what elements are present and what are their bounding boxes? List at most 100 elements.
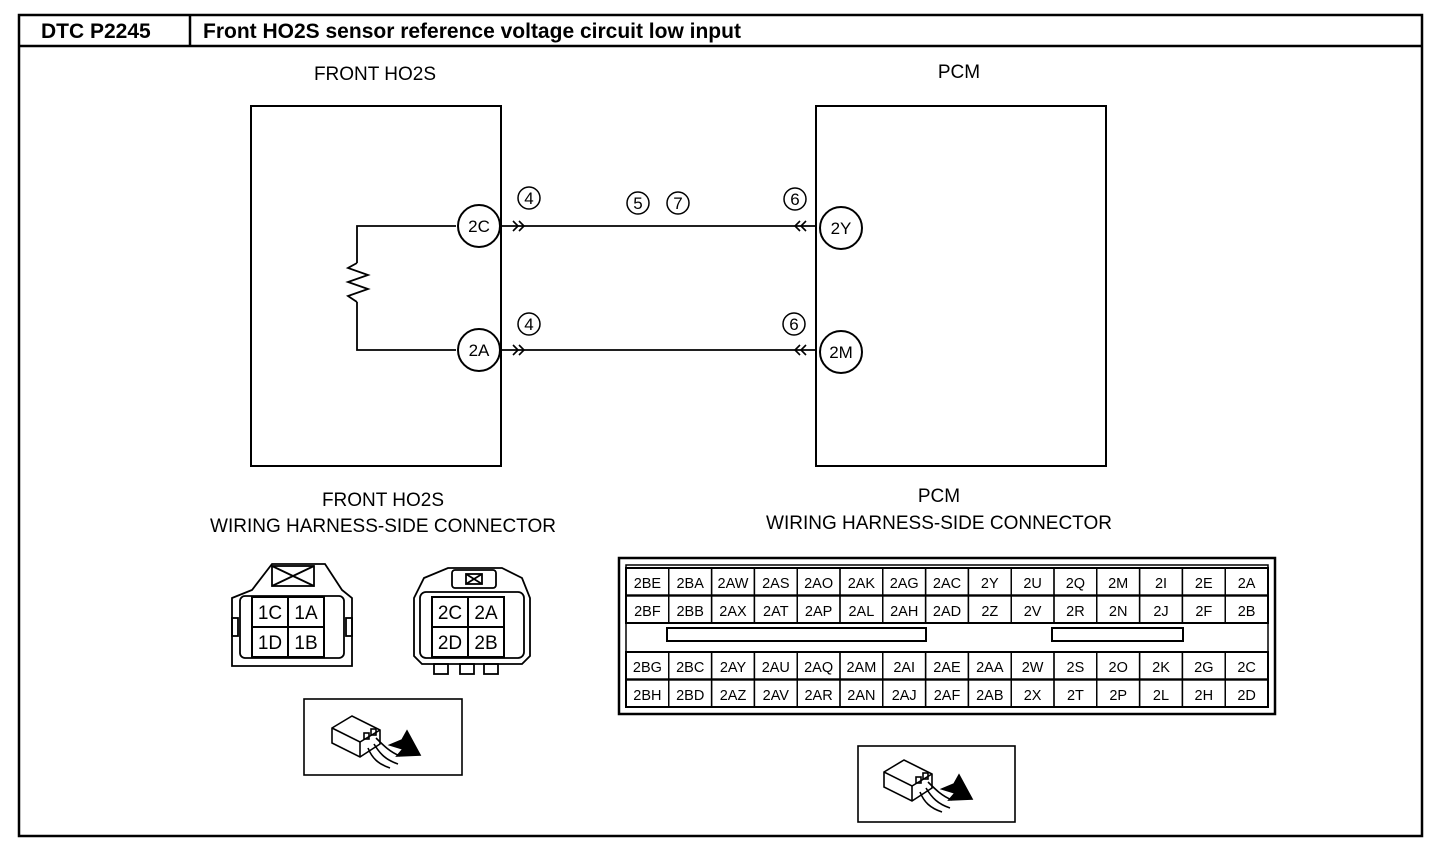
pcm-pin-label: 2F: [1195, 604, 1212, 620]
pin-2d: 2D: [438, 633, 462, 654]
pcm-pin-label: 2AD: [933, 604, 961, 620]
dtc-code: DTC P2245: [41, 20, 151, 43]
pcm-pin-label: 2AR: [804, 688, 832, 704]
svg-text:2Y: 2Y: [831, 219, 852, 238]
sensor-box: [250, 105, 502, 467]
pcm-pin-label: 2BE: [634, 576, 662, 592]
pcm-pin-label: 2AP: [805, 604, 832, 620]
pin-1c: 1C: [258, 603, 282, 624]
pin-1a: 1A: [294, 603, 318, 624]
pcm-pin-cell: [1224, 595, 1269, 624]
pcm-pin-label: 2AA: [976, 660, 1004, 676]
circuit-mark-lower-6: 6: [782, 312, 806, 336]
pcm-pin-label: 2AK: [848, 576, 876, 592]
pcm-pin-label: 2BB: [676, 604, 703, 620]
pcm-pin-label: 2AS: [762, 576, 789, 592]
pcm-pin-cell: [1224, 567, 1269, 596]
pcm-pin-label: 2Z: [981, 604, 998, 620]
pcm-pin-label: 2AM: [846, 660, 876, 676]
harness-side-icon-pcm: [857, 745, 1016, 823]
circuit-mark-5: 5: [626, 191, 650, 215]
pcm-pin-label: 2AH: [890, 604, 918, 620]
pcm-pin-label: 2R: [1066, 604, 1085, 620]
pcm-pin-label: 2O: [1109, 660, 1128, 676]
pin-1d: 1D: [258, 633, 282, 654]
sensor-pin-2c: 2C: [457, 204, 501, 248]
pcm-pin-label: 2J: [1153, 604, 1168, 620]
pcm-pin-label: 2V: [1024, 604, 1042, 620]
pcm-pin-2y: 2Y: [819, 206, 863, 250]
pcm-pin-label: 2AT: [763, 604, 789, 620]
pcm-pin-label: 2AC: [933, 576, 961, 592]
circuit-mark-upper-6: 6: [783, 187, 807, 211]
pcm-pin-label: 2AU: [762, 660, 790, 676]
harness-side-icon-sensor: [303, 698, 463, 776]
svg-text:4: 4: [524, 315, 533, 334]
pcm-pin-label: 2Y: [981, 576, 999, 592]
pcm-pin-label: 2AF: [934, 688, 961, 704]
pcm-pin-cell: [1224, 679, 1269, 708]
pcm-pin-label: 2C: [1237, 660, 1256, 676]
pcm-pin-label: 2Q: [1066, 576, 1085, 592]
pin-2a: 2A: [474, 603, 498, 624]
pcm-pin-label: 2M: [1108, 576, 1128, 592]
pcm-pin-label: 2I: [1155, 576, 1167, 592]
pcm-pin-label: 2A: [1238, 576, 1256, 592]
pcm-pin-label: 2AN: [847, 688, 875, 704]
pcm-pin-label: 2BC: [676, 660, 704, 676]
pcm-pin-label: 2D: [1237, 688, 1256, 704]
pcm-pin-label: 2BH: [633, 688, 661, 704]
pcm-pin-label: 2AE: [933, 660, 961, 676]
svg-text:4: 4: [524, 189, 533, 208]
pin-1b: 1B: [294, 633, 317, 654]
pcm-pin-label: 2AI: [893, 660, 915, 676]
circuit-mark-lower-4: 4: [517, 312, 541, 336]
pcm-pin-label: 2AX: [719, 604, 747, 620]
pcm-pin-label: 2X: [1024, 688, 1042, 704]
svg-text:2A: 2A: [469, 341, 490, 360]
pcm-pin-label: 2BA: [676, 576, 704, 592]
pcm-box: [815, 105, 1107, 467]
pcm-pin-label: 2W: [1022, 660, 1044, 676]
pcm-connector-title-2: WIRING HARNESS-SIDE CONNECTOR: [766, 513, 1112, 534]
svg-text:2M: 2M: [829, 343, 853, 362]
pcm-pin-label: 2AV: [763, 688, 790, 704]
pcm-pin-label: 2B: [1238, 604, 1256, 620]
pcm-pin-label: 2AG: [890, 576, 919, 592]
pcm-pin-label: 2H: [1195, 688, 1214, 704]
pcm-pin-label: 2U: [1023, 576, 1042, 592]
circuit-mark-upper-4: 4: [517, 186, 541, 210]
svg-text:6: 6: [789, 315, 798, 334]
svg-text:6: 6: [790, 190, 799, 209]
sensor-connector-title-1: FRONT HO2S: [322, 490, 444, 511]
sensor-connector-left: [231, 563, 353, 667]
svg-text:7: 7: [673, 194, 682, 213]
pin-2c: 2C: [438, 603, 462, 624]
pcm-pin-label: 2AY: [720, 660, 747, 676]
pcm-pin-label: 2T: [1067, 688, 1084, 704]
sensor-pin-2a: 2A: [457, 328, 501, 372]
sensor-connector-right: [413, 567, 531, 675]
pcm-pin-cell: [1224, 651, 1269, 680]
pcm-pin-label: 2L: [1153, 688, 1169, 704]
pcm-label: PCM: [938, 62, 980, 83]
svg-text:5: 5: [633, 194, 642, 213]
pcm-pin-label: 2P: [1109, 688, 1127, 704]
pcm-pin-label: 2AW: [718, 576, 749, 592]
pcm-pin-label: 2K: [1152, 660, 1170, 676]
pcm-pin-2m: 2M: [819, 330, 863, 374]
pcm-pin-label: 2AL: [848, 604, 874, 620]
pcm-pin-label: 2E: [1195, 576, 1213, 592]
page-title: Front HO2S sensor reference voltage circ…: [203, 20, 741, 43]
page-frame: [17, 13, 1424, 838]
sensor-connector-title-2: WIRING HARNESS-SIDE CONNECTOR: [210, 516, 556, 537]
pcm-pin-label: 2AZ: [720, 688, 747, 704]
circuit-mark-7: 7: [666, 191, 690, 215]
sensor-label: FRONT HO2S: [314, 64, 436, 85]
pcm-pin-label: 2S: [1067, 660, 1085, 676]
pcm-pin-label: 2AJ: [892, 688, 917, 704]
pcm-pin-label: 2N: [1109, 604, 1128, 620]
pcm-pin-label: 2G: [1194, 660, 1213, 676]
pin-2b: 2B: [474, 633, 497, 654]
pcm-pin-label: 2BF: [634, 604, 661, 620]
